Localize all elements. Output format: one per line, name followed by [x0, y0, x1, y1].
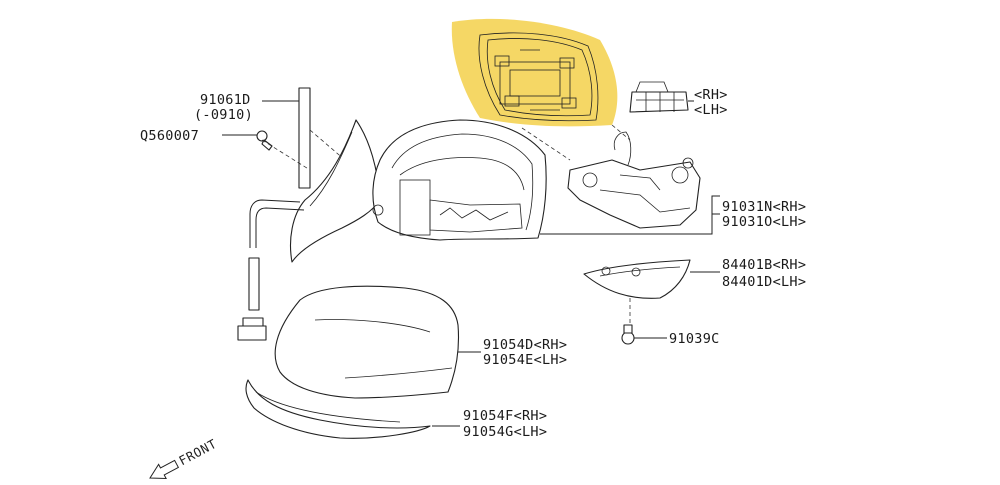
clip-strip-part[interactable]: [298, 87, 311, 189]
mirror-glass-outline: [478, 32, 599, 122]
label-91054f: 91054F<RH>: [463, 408, 547, 424]
label-91054e: 91054E<LH>: [483, 352, 567, 368]
label-91031-lh: 91031O<LH>: [722, 214, 806, 230]
mirror-cover-part: [274, 285, 460, 399]
bolt-part[interactable]: [256, 130, 273, 151]
label-84401-lh: 84401D<LH>: [722, 274, 806, 290]
front-indicator: FRONT: [149, 436, 219, 480]
label-91054d: 91054D<RH>: [483, 337, 567, 353]
turn-lamp-part: [583, 259, 691, 299]
label-91039c: 91039C: [669, 331, 720, 347]
garnish-part: [245, 379, 431, 439]
mirror-housing-part: [372, 119, 547, 241]
label-91054g: 91054G<LH>: [463, 424, 547, 440]
mirror-glass-part[interactable]: [451, 18, 618, 127]
front-label: FRONT: [176, 436, 219, 468]
actuator-part: [567, 131, 701, 229]
label-glass-lh: <LH>: [694, 102, 728, 118]
label-91061d-note: (-0910): [194, 107, 253, 123]
label-glass-rh: <RH>: [694, 87, 728, 103]
wire-harness: [237, 199, 305, 341]
label-91031-rh: 91031N<RH>: [722, 199, 806, 215]
screw-part: [621, 324, 635, 345]
label-84401-rh: 84401B<RH>: [722, 257, 806, 273]
glass-clip-part: [629, 81, 689, 113]
label-91061d: 91061D: [200, 92, 251, 108]
label-q560007: Q560007: [140, 128, 199, 144]
